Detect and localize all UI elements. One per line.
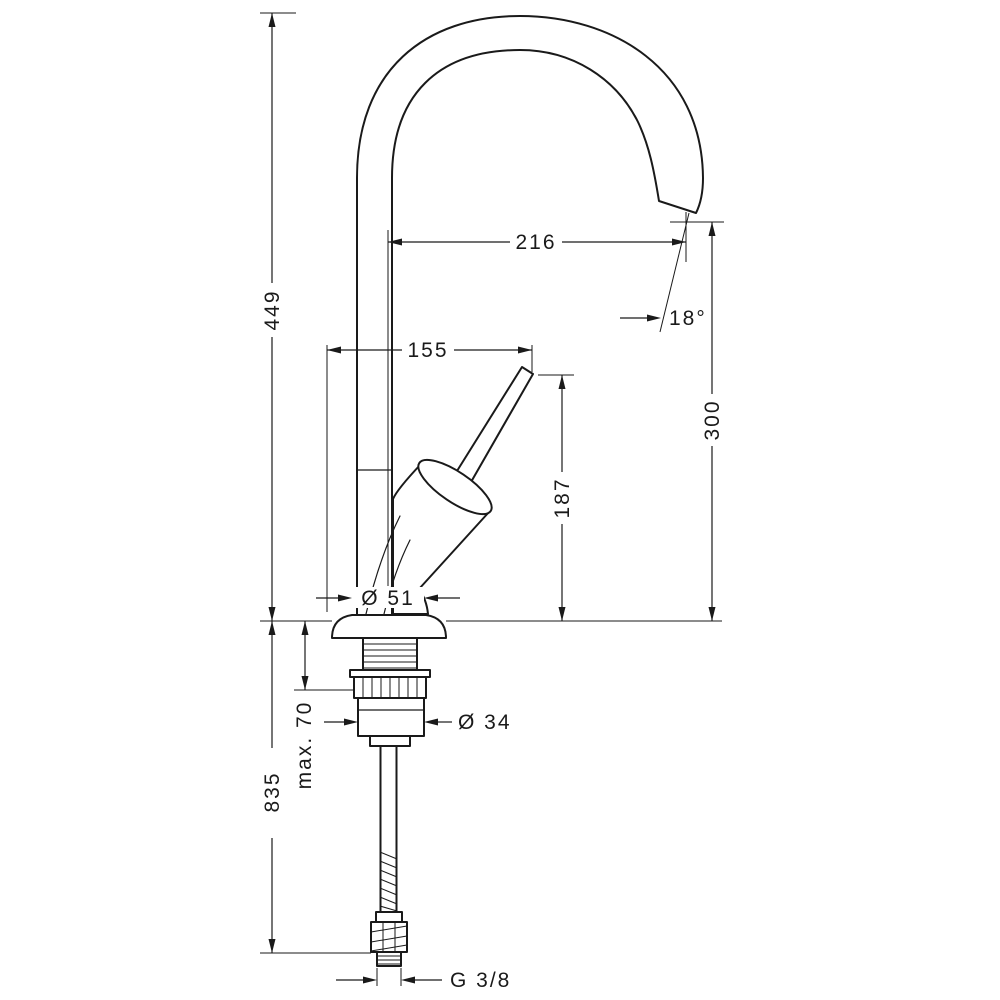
faucet-body [365, 366, 534, 615]
arrowhead [268, 939, 276, 953]
arrowhead [268, 13, 276, 27]
dim-18deg: 18° [620, 212, 707, 333]
braid-hatch [379, 887, 398, 896]
arrowhead [401, 976, 415, 984]
arrowhead [338, 594, 352, 602]
arrowhead [424, 718, 438, 726]
braid-hatch [379, 869, 398, 878]
handle-base-cap [417, 458, 493, 516]
arrowhead [388, 238, 402, 246]
arrowhead [327, 346, 341, 354]
dim-449: 449 [260, 12, 296, 621]
dim-216: 216 [388, 212, 687, 262]
faucet-base [331, 614, 447, 639]
shank-cylinder [357, 697, 425, 737]
arrowhead [363, 976, 377, 984]
dim-dia-34-label: Ø 34 [458, 711, 512, 734]
dim-18deg-label: 18° [669, 307, 707, 330]
escutcheon [331, 614, 447, 639]
hose-collar [375, 911, 403, 923]
arrowhead [558, 607, 566, 621]
arrowhead [301, 621, 309, 635]
spout-outline [356, 15, 704, 618]
arrowhead [424, 594, 438, 602]
dim-300-label: 300 [701, 399, 724, 440]
arrowhead [708, 607, 716, 621]
dim-g38: G 3/8 [336, 968, 511, 992]
faucet-handle-lever [451, 366, 534, 490]
dim-300: 300 [670, 221, 724, 621]
angle-reference-line [659, 212, 690, 333]
washer [349, 669, 431, 678]
arrowhead [647, 314, 661, 322]
dim-dia-51: Ø 51 [316, 587, 460, 610]
braid-hatch [379, 905, 398, 912]
braid-hatch [379, 851, 398, 860]
dim-449-label: 449 [261, 289, 284, 330]
nut-hatch [370, 935, 408, 943]
arrowhead [344, 718, 358, 726]
dim-155-label: 155 [407, 339, 448, 362]
faucet-spout [356, 15, 704, 618]
arrowhead [518, 346, 532, 354]
arrowhead [268, 621, 276, 635]
braid-hatch [379, 878, 398, 887]
arrowhead [301, 676, 309, 690]
label-background [352, 587, 424, 608]
dim-dia-34: Ø 34 [324, 711, 512, 734]
dim-187-label: 187 [551, 477, 574, 518]
dim-max-70: max. 70 [293, 621, 354, 789]
nut-hatch [370, 925, 408, 933]
dim-max-70-label: max. 70 [293, 701, 316, 790]
dim-216-label: 216 [515, 231, 556, 254]
arrowhead [672, 238, 686, 246]
braid-hatch [379, 860, 398, 869]
arrowhead [268, 607, 276, 621]
under-counter-assembly [349, 637, 431, 967]
dim-835: 835 [260, 621, 371, 954]
dim-187: 187 [538, 374, 574, 621]
threaded-shank [362, 637, 418, 671]
hose-adapter [369, 735, 411, 747]
nut-hatch [370, 944, 408, 952]
arrowhead [708, 222, 716, 236]
dim-g38-label: G 3/8 [450, 969, 511, 992]
arrowhead [558, 375, 566, 389]
braid-hatch [379, 896, 398, 905]
dim-155: 155 [326, 339, 533, 612]
dim-835-label: 835 [261, 771, 284, 812]
dim-dia-51-label: Ø 51 [361, 587, 415, 610]
